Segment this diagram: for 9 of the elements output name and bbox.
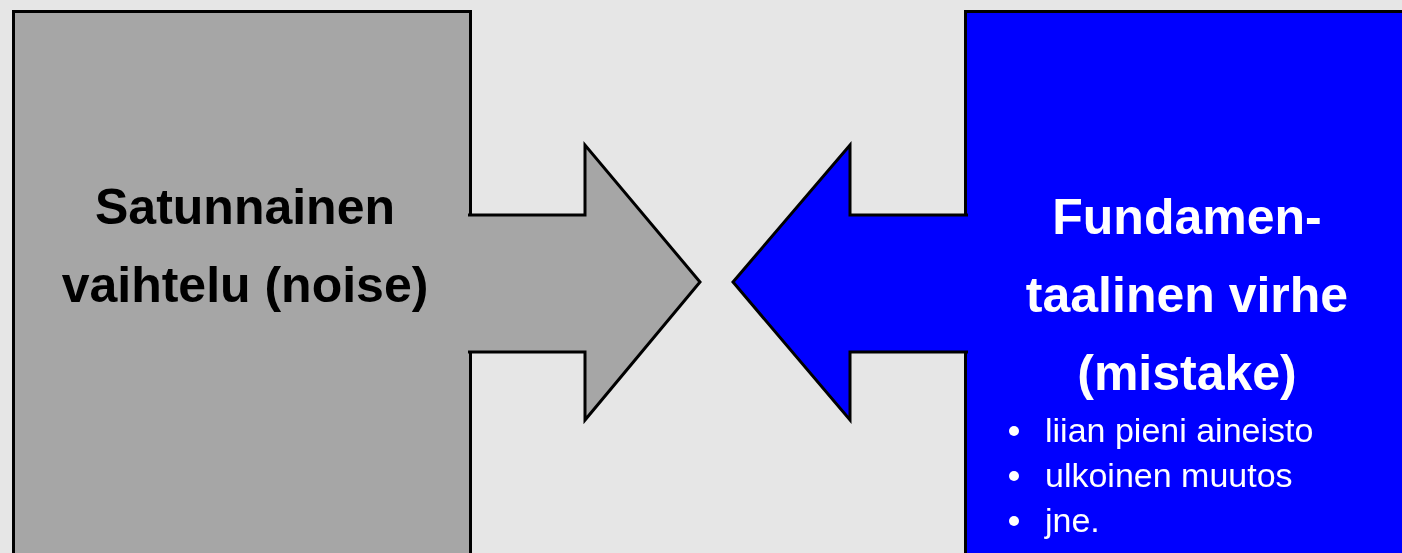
box-title: Satunnainen vaihtelu (noise) — [60, 178, 430, 315]
box-title: Fundamen- taalinen virhe (mistake) — [1024, 188, 1350, 403]
list-item: jne. — [1045, 501, 1100, 539]
process-box — [12, 10, 472, 553]
process-box — [964, 10, 1402, 553]
block-arrow — [466, 140, 702, 425]
list-item: liian pieni aineisto — [1045, 411, 1314, 449]
list-item: ulkoinen muutos — [1045, 456, 1293, 494]
block-arrow — [731, 140, 970, 425]
